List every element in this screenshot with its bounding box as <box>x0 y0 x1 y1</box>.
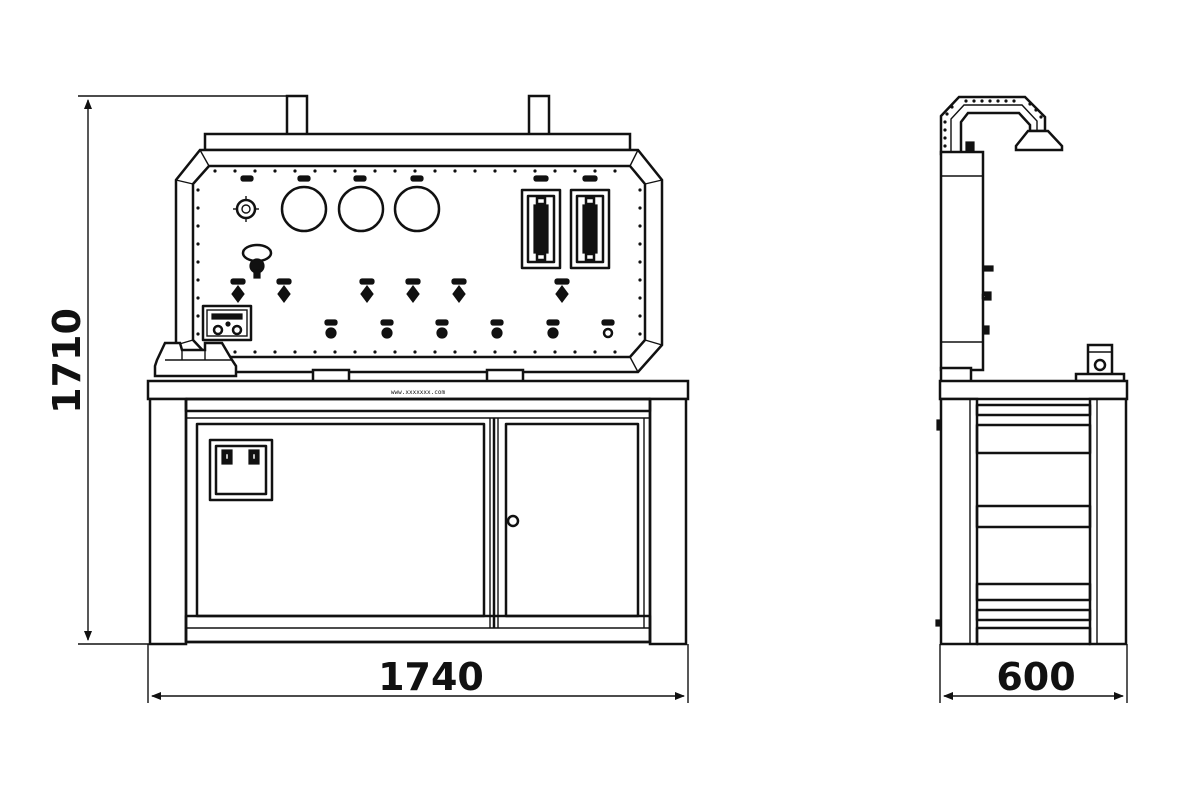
depth-value: 600 <box>996 655 1075 699</box>
side-leg-right <box>1088 397 1128 646</box>
panel-label: www.xxxxxxx.com <box>391 389 446 396</box>
valve-row <box>230 278 570 303</box>
knob-small <box>233 196 259 222</box>
side-leg-left <box>939 397 979 646</box>
gauge-2 <box>337 185 385 233</box>
door-knob <box>506 514 520 528</box>
table-leg-right <box>648 397 688 646</box>
top-post-right <box>527 94 551 138</box>
top-tabs <box>240 175 598 182</box>
side-view: 600 <box>935 95 1129 703</box>
panel-top-cap <box>203 132 632 152</box>
dimension-height: 1710 <box>45 95 290 645</box>
front-view: www.xxxxxxx.com <box>45 94 690 703</box>
side-shelves <box>975 403 1092 646</box>
dimension-depth: 600 <box>939 644 1128 703</box>
connector-row <box>324 319 615 339</box>
exhaust-hood <box>1014 129 1064 152</box>
dimension-width: 1740 <box>147 644 689 703</box>
flow-meter-1 <box>520 188 562 270</box>
panel-bolts <box>196 169 642 354</box>
top-post-left <box>285 94 309 138</box>
height-value: 1710 <box>45 308 89 414</box>
valve-handle <box>241 243 273 279</box>
side-table-top <box>938 379 1129 401</box>
vise-clamp <box>153 341 238 378</box>
side-column <box>939 150 985 372</box>
gauge-1 <box>280 185 328 233</box>
cabinet-bottom-rail <box>184 614 652 644</box>
cabinet-door-left <box>195 422 486 618</box>
side-vise <box>1074 343 1126 383</box>
gauge-3 <box>393 185 441 233</box>
flow-meter-2 <box>569 188 611 270</box>
table-leg-left <box>148 397 188 646</box>
electrical-box <box>208 438 274 502</box>
cabinet-door-right <box>504 422 640 618</box>
duct-bolts <box>943 99 1043 148</box>
control-box <box>201 304 253 342</box>
cabinet-body <box>184 397 652 644</box>
width-value: 1740 <box>378 655 484 699</box>
cabinet-top-rail <box>184 397 652 413</box>
